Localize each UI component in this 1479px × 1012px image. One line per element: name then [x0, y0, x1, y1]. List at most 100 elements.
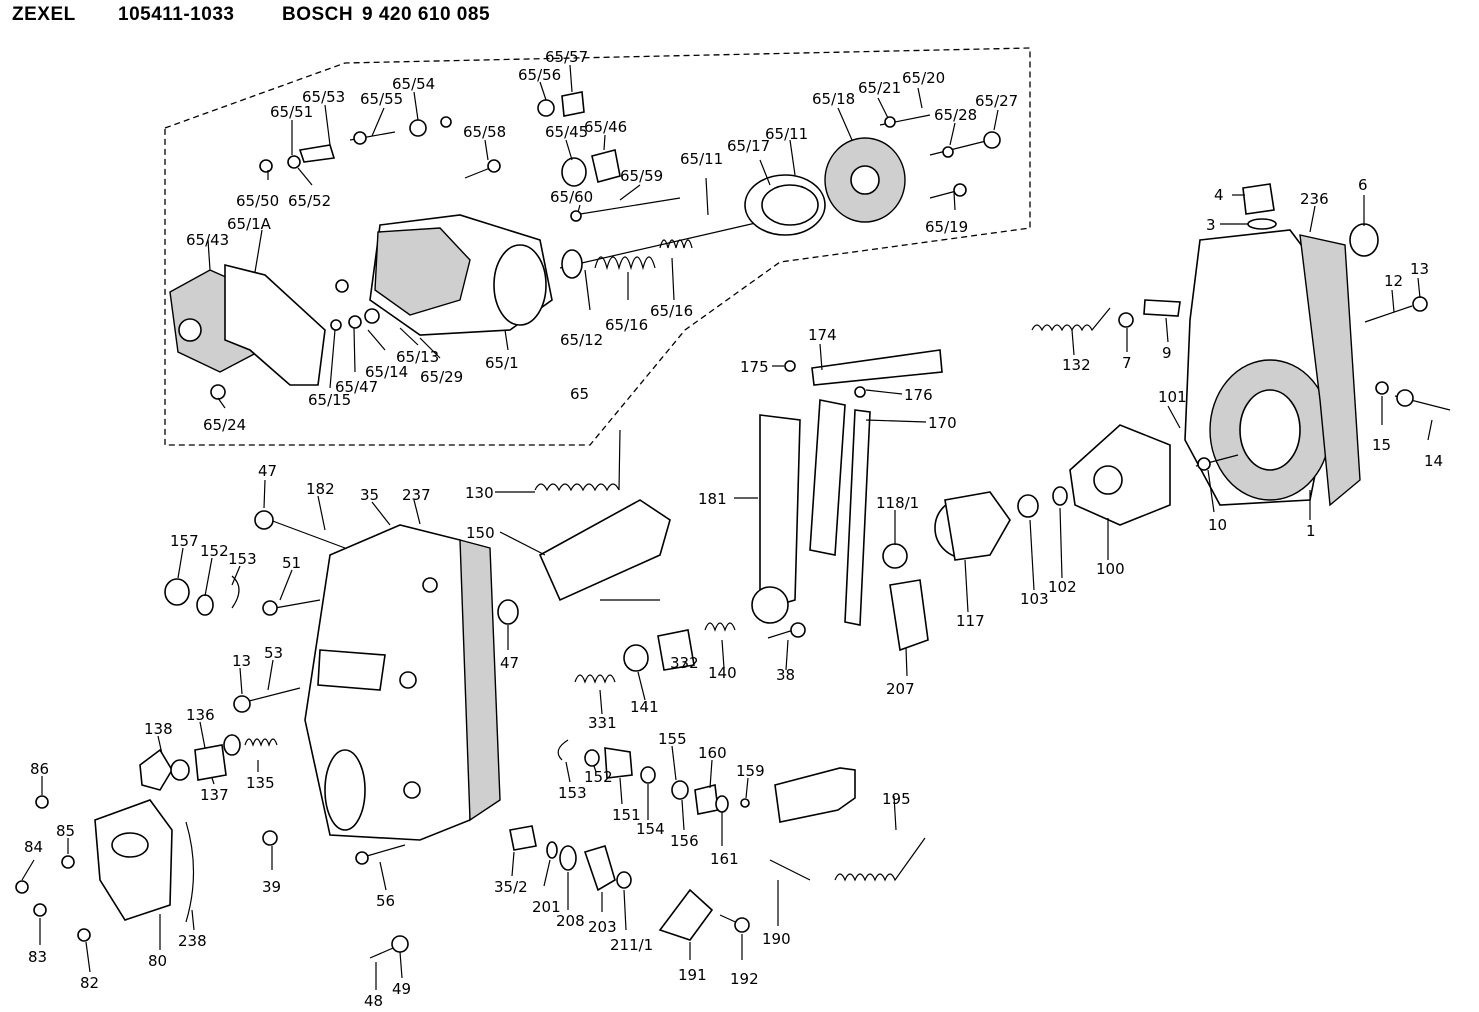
- header-maker: BOSCH: [282, 4, 354, 25]
- callout-65-18: 65/18: [812, 90, 855, 108]
- callout-65-11-b: 65/11: [680, 150, 723, 168]
- governor-cover-35: [304, 524, 501, 841]
- start-spring-130: [534, 429, 621, 492]
- callout-332: 332: [670, 654, 699, 672]
- sleeve-117: [882, 491, 1011, 569]
- tension-lever-181: [751, 414, 801, 624]
- callout-65-11-a: 65/11: [765, 125, 808, 143]
- callout-174: 174: [808, 326, 837, 344]
- callout-65-29: 65/29: [420, 368, 463, 386]
- middle-small-parts: [497, 599, 806, 684]
- callout-49: 49: [392, 980, 411, 998]
- callout-47-a: 47: [258, 462, 277, 480]
- callout-65-1A: 65/1A: [227, 215, 272, 233]
- callout-101: 101: [1158, 388, 1187, 406]
- callout-135: 135: [246, 774, 275, 792]
- callout-153-a: 153: [228, 550, 257, 568]
- callout-236: 236: [1300, 190, 1329, 208]
- callout-56: 56: [376, 892, 395, 910]
- lever-bracket-174: [784, 349, 943, 398]
- left-small-parts: [139, 510, 346, 791]
- callout-10: 10: [1208, 516, 1227, 534]
- lever-shaft-150: [538, 499, 671, 602]
- end-cover-80: [15, 795, 409, 959]
- callout-15: 15: [1372, 436, 1391, 454]
- callout-156: 156: [670, 832, 699, 850]
- callout-65-60: 65/60: [550, 188, 593, 206]
- callout-53: 53: [264, 644, 283, 662]
- callout-65-50: 65/50: [236, 192, 279, 210]
- callout-82: 82: [80, 974, 99, 992]
- callout-191: 191: [678, 966, 707, 984]
- stop-lever-191: [658, 888, 750, 941]
- callout-65-17: 65/17: [727, 137, 770, 155]
- governor-housing-65-1: [369, 214, 553, 336]
- callout-3: 3: [1206, 216, 1216, 234]
- header-brand: ZEXEL: [12, 4, 76, 25]
- callout-211-1: 211/1: [610, 936, 653, 954]
- callout-201: 201: [532, 898, 561, 916]
- callout-132: 132: [1062, 356, 1091, 374]
- callout-100: 100: [1096, 560, 1125, 578]
- callout-labels: 65/57 65/56 65/54 65/53 65/55 65/51 65/5…: [24, 48, 1443, 1010]
- callout-140: 140: [708, 664, 737, 682]
- callout-65-16-b: 65/16: [650, 302, 693, 320]
- callout-38: 38: [776, 666, 795, 684]
- callout-65-14: 65/14: [365, 363, 408, 381]
- bottom-small-parts: [509, 739, 750, 892]
- callout-195: 195: [882, 790, 911, 808]
- callout-14: 14: [1424, 452, 1443, 470]
- callout-65-54: 65/54: [392, 75, 435, 93]
- callout-159: 159: [736, 762, 765, 780]
- callout-203: 203: [588, 918, 617, 936]
- callout-161: 161: [710, 850, 739, 868]
- callout-47-b: 47: [500, 654, 519, 672]
- governor-springs-65-16: [559, 221, 761, 279]
- callout-65-15: 65/15: [308, 391, 351, 409]
- callout-6: 6: [1358, 176, 1368, 194]
- callout-9: 9: [1162, 344, 1172, 362]
- callout-176: 176: [904, 386, 933, 404]
- callout-103: 103: [1020, 590, 1049, 608]
- callout-331: 331: [588, 714, 617, 732]
- header-zexel-number: 105411-1033: [118, 4, 235, 25]
- callout-7: 7: [1122, 354, 1132, 372]
- upper-small-parts: [210, 91, 681, 400]
- header-bosch-number: 9 420 610 085: [362, 4, 491, 25]
- callout-170: 170: [928, 414, 957, 432]
- callout-153-b: 153: [558, 784, 587, 802]
- callout-150: 150: [466, 524, 495, 542]
- callout-65-58: 65/58: [463, 123, 506, 141]
- callout-12: 12: [1384, 272, 1403, 290]
- callout-152-a: 152: [200, 542, 229, 560]
- callout-154: 154: [636, 820, 665, 838]
- callout-157: 157: [170, 532, 199, 550]
- callout-65-43: 65/43: [186, 231, 229, 249]
- callout-65-16-a: 65/16: [605, 316, 648, 334]
- callout-65-53: 65/53: [302, 88, 345, 106]
- callout-238: 238: [178, 932, 207, 950]
- callout-80: 80: [148, 952, 167, 970]
- callout-65-47: 65/47: [335, 378, 378, 396]
- callout-175: 175: [740, 358, 769, 376]
- callout-207: 207: [886, 680, 915, 698]
- callout-4: 4: [1214, 186, 1224, 204]
- governor-diaphragm-65-11: [744, 114, 1001, 236]
- callout-65-59: 65/59: [620, 167, 663, 185]
- callout-65-12: 65/12: [560, 331, 603, 349]
- callout-65-45: 65/45: [545, 123, 588, 141]
- callout-118-1: 118/1: [876, 494, 919, 512]
- callout-65-57: 65/57: [545, 48, 588, 66]
- callout-65-13: 65/13: [396, 348, 439, 366]
- callout-85: 85: [56, 822, 75, 840]
- callout-130: 130: [465, 484, 494, 502]
- callout-237: 237: [402, 486, 431, 504]
- callout-65-20: 65/20: [902, 69, 945, 87]
- callout-35-2: 35/2: [494, 878, 528, 896]
- callout-117: 117: [956, 612, 985, 630]
- pump-housing-1: [1184, 229, 1361, 507]
- callout-181: 181: [698, 490, 727, 508]
- governor-cover-gasket: [224, 263, 326, 386]
- callout-136: 136: [186, 706, 215, 724]
